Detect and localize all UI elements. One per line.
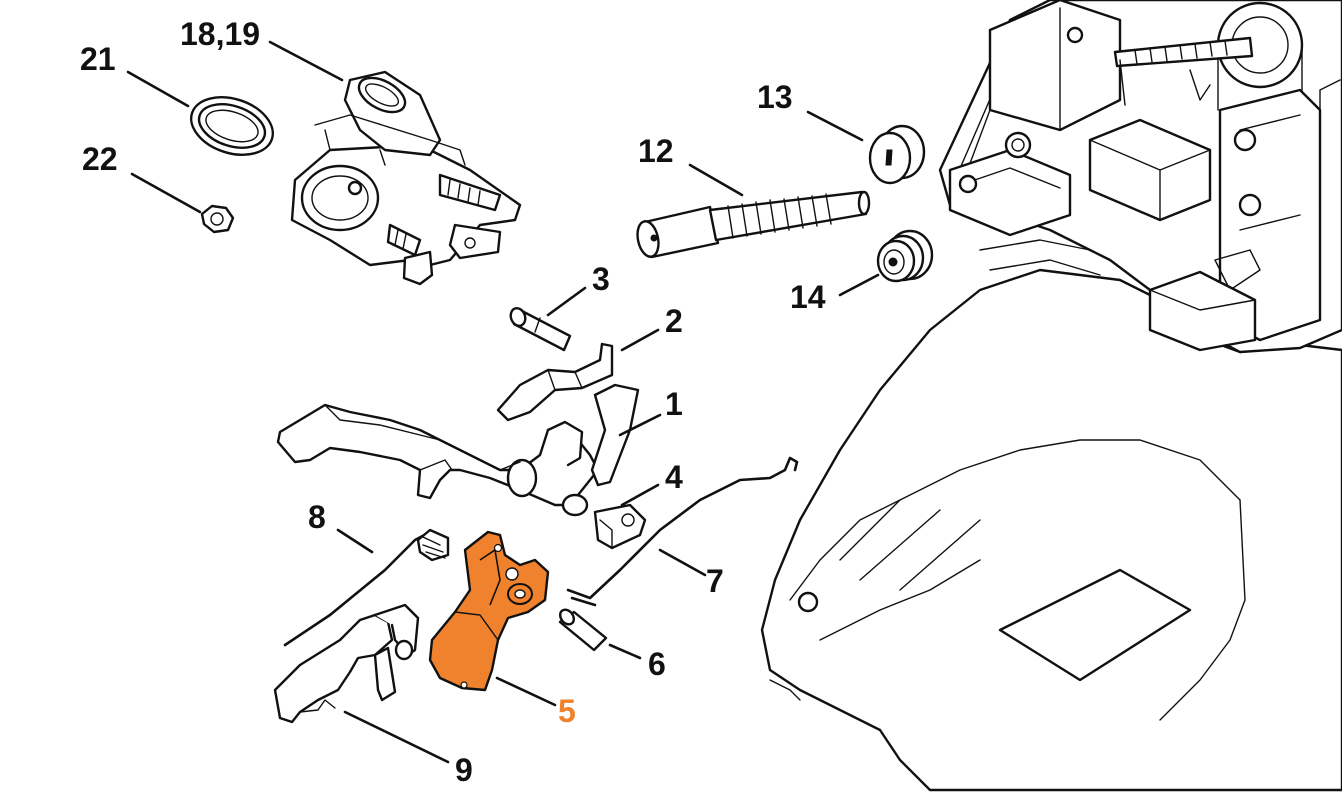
part-18-19-carburetor [290, 70, 522, 286]
callout-14: 14 [790, 279, 826, 315]
callout-1: 1 [665, 386, 683, 422]
part-5-interlock-lever [428, 530, 550, 692]
callout-21: 21 [80, 41, 116, 77]
callout-7: 7 [706, 563, 724, 599]
callout-5-highlighted: 5 [558, 693, 576, 729]
callout-12: 12 [638, 133, 674, 169]
part-21-gasket [189, 96, 275, 156]
part-1-throttle-shaft [276, 383, 640, 517]
part-12-spring-rod [636, 190, 871, 259]
callout-2: 2 [665, 303, 683, 339]
callout-labels: 18,19 21 22 13 12 14 3 2 1 4 8 7 6 5 9 [80, 16, 826, 788]
callout-9: 9 [455, 752, 473, 788]
callout-18-19: 18,19 [180, 16, 260, 52]
part-6-pin [558, 608, 608, 652]
callout-13: 13 [757, 79, 793, 115]
callout-22: 22 [82, 141, 118, 177]
callout-3: 3 [592, 261, 610, 297]
part-14-spring [876, 229, 934, 283]
callout-4: 4 [665, 459, 683, 495]
part-2-lever [496, 342, 614, 422]
leader-lines [126, 40, 880, 764]
part-9-trigger [273, 603, 420, 724]
callout-6: 6 [648, 646, 666, 682]
handle-housing [760, 0, 1342, 792]
part-3-pin [509, 307, 572, 352]
part-13-grommet [868, 124, 926, 185]
part-22-nut [200, 204, 235, 234]
part-7-rod [566, 456, 799, 607]
part-8-spring [283, 528, 450, 647]
part-4-clip [593, 503, 647, 550]
callout-8: 8 [308, 499, 326, 535]
